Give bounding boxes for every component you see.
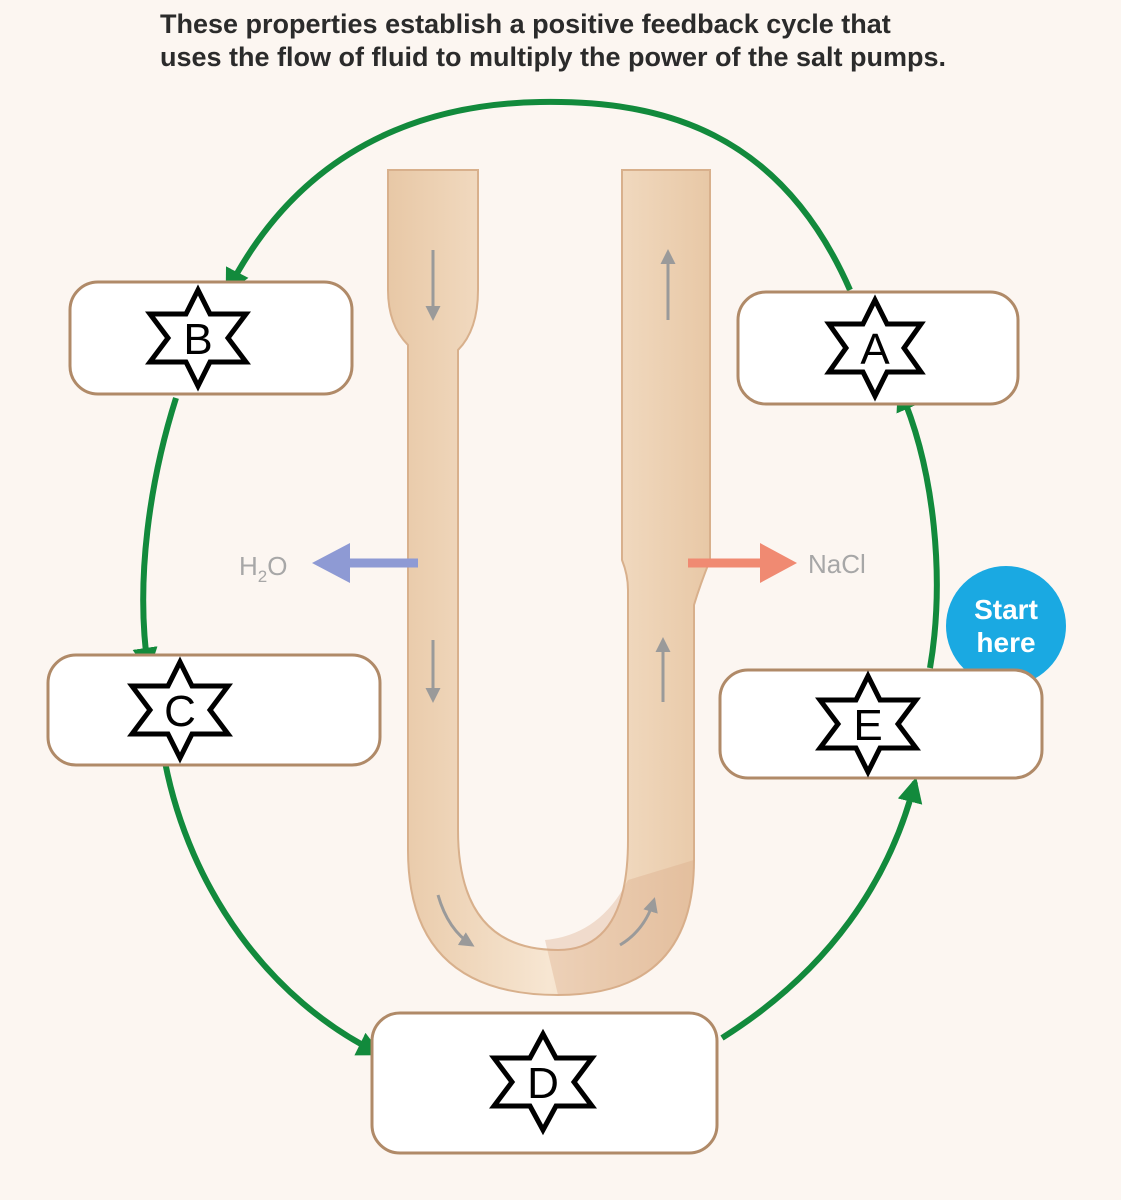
water-label: H2O — [239, 551, 287, 586]
loop-tube — [387, 169, 711, 997]
diagram-caption: These properties establish a positive fe… — [160, 8, 1110, 74]
flow-arrow-bend-left — [436, 894, 475, 947]
star-c-icon — [127, 656, 233, 764]
box-a: A — [736, 290, 1020, 406]
arrow-b-to-c — [132, 397, 179, 673]
arrow-d-to-e — [720, 777, 923, 1041]
star-e-icon — [815, 670, 921, 778]
caption-line-1: These properties establish a positive fe… — [160, 9, 891, 39]
flow-arrows — [425, 249, 676, 947]
box-b-letter: B — [183, 315, 212, 364]
start-badge-line-1: Start — [974, 594, 1038, 625]
start-badge-circle — [946, 566, 1066, 686]
salt-arrow-head — [760, 543, 797, 583]
water-flow: H2O — [239, 543, 418, 586]
box-d: D — [370, 1011, 719, 1155]
star-a-icon — [824, 294, 926, 402]
arrow-e-to-a — [896, 385, 940, 669]
box-c: C — [46, 653, 382, 767]
box-c-frame — [46, 653, 382, 767]
water-arrow-head — [312, 543, 350, 583]
start-here-badge: Start here — [946, 566, 1066, 686]
box-a-letter: A — [860, 325, 890, 374]
box-e: E — [718, 668, 1044, 780]
box-c-letter: C — [164, 687, 196, 736]
salt-flow: NaCl — [688, 543, 866, 583]
flow-arrow-bend-right — [619, 897, 658, 947]
arrow-c-to-d — [162, 761, 383, 1056]
caption-line-2: uses the flow of fluid to multiply the p… — [160, 42, 947, 72]
cycle-arrows — [132, 98, 940, 1056]
salt-label: NaCl — [808, 549, 866, 579]
star-b-icon — [145, 284, 251, 392]
box-e-letter: E — [853, 701, 882, 750]
box-b: B — [68, 280, 354, 396]
start-badge-line-2: here — [976, 627, 1035, 658]
tube-bottom-shade — [545, 860, 694, 995]
arrow-a-to-b — [225, 98, 853, 295]
box-d-letter: D — [527, 1059, 559, 1108]
star-d-icon — [489, 1028, 597, 1136]
